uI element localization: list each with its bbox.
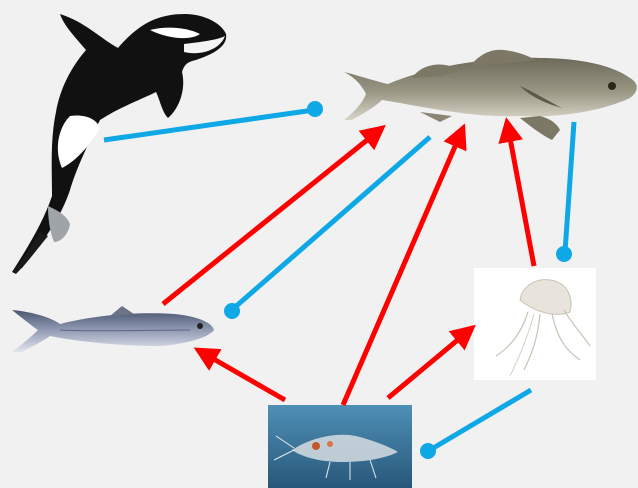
blue-connector-cod-jellyfish (556, 122, 574, 262)
red-arrow-krill-to-herring (198, 350, 285, 400)
orca-icon (12, 14, 226, 274)
herring-fish-icon (12, 306, 214, 352)
blue-connector-jellyfish-krill (420, 390, 531, 459)
red-arrow-krill-to-jellyfish (388, 328, 472, 398)
blue-connector-orca-cod (104, 101, 323, 140)
red-arrow-krill-to-cod (343, 128, 463, 405)
jellyfish-icon (474, 268, 596, 380)
red-arrow-jellyfish-to-cod (507, 122, 534, 266)
krill-icon (268, 405, 412, 488)
cod-fish-icon (344, 50, 637, 140)
